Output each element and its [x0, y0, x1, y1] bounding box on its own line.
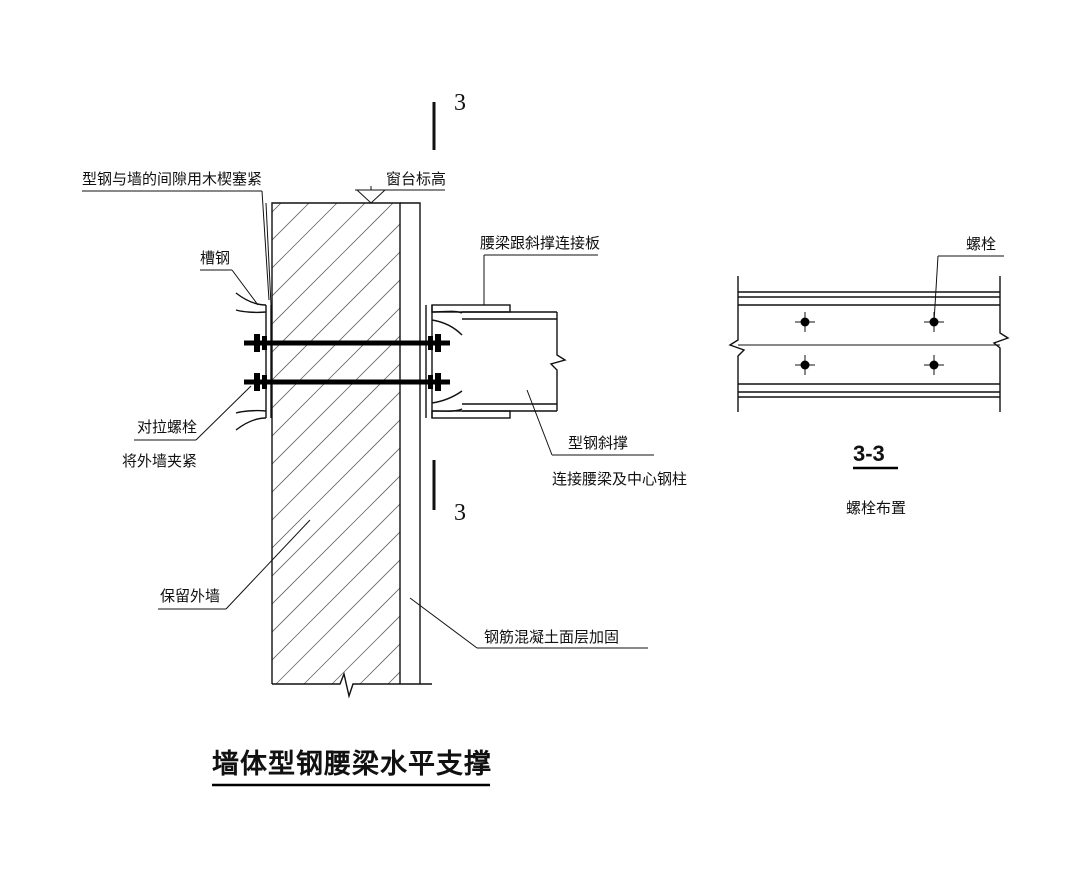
label-gap-wedge: 型钢与墙的间隙用木楔塞紧 — [82, 170, 262, 188]
hatch-line — [272, 307, 400, 437]
tie-bolt-lower — [244, 373, 450, 391]
hatch-line — [724, 184, 1080, 684]
drawing-title: 墙体型钢腰梁水平支撑 — [212, 749, 492, 780]
hatch-line — [836, 184, 1080, 684]
brace-break-line — [549, 312, 567, 411]
hatch-line — [668, 184, 1080, 684]
hatch-line — [272, 475, 400, 605]
bolt-4 — [924, 355, 944, 375]
hatch-line — [272, 363, 400, 493]
hatch-line — [696, 184, 1080, 684]
hatch-line — [556, 184, 1056, 684]
steel-brace-beam — [462, 311, 567, 412]
hatch-line — [780, 184, 1080, 684]
hatch-line — [640, 184, 1080, 684]
label-rc-layer: 钢筋混凝土面层加固 — [484, 628, 619, 646]
hatch-line — [272, 419, 400, 549]
connection-plate-bottom — [431, 410, 511, 419]
hatch-line — [272, 203, 394, 325]
bolt-2 — [924, 312, 944, 332]
hatch-line — [275, 559, 400, 684]
hatch-line — [416, 184, 916, 684]
left-channel-steel — [235, 202, 272, 431]
bolt-3 — [795, 355, 815, 375]
section-right-break — [992, 276, 1010, 412]
section-mark-bottom: 3 — [454, 500, 466, 526]
hatch-line — [752, 184, 1080, 684]
hatch-line — [272, 391, 400, 521]
label-channel-steel: 槽钢 — [200, 249, 230, 267]
hatch-line — [272, 335, 400, 465]
label-bolt: 螺栓 — [966, 235, 996, 253]
sill-level-marker — [355, 186, 445, 204]
label-tie-bolt-line1: 对拉螺栓 — [137, 418, 197, 436]
label-bolt-layout: 螺栓布置 — [846, 499, 906, 517]
label-beam-brace-plate: 腰梁跟斜撑连接板 — [480, 234, 600, 252]
hatch-line — [612, 184, 1080, 684]
right-channel-steel — [425, 304, 511, 419]
section-left-break — [728, 276, 746, 412]
label-sill-level: 窗台标高 — [386, 170, 446, 188]
retained-wall — [0, 184, 1080, 684]
hatch-line — [864, 184, 1080, 684]
hatch-line — [272, 279, 400, 409]
hatch-line — [472, 184, 972, 684]
section-mark-top: 3 — [454, 90, 466, 116]
label-tie-bolt-line2: 将外墙夹紧 — [122, 452, 197, 470]
hatch-line — [444, 184, 944, 684]
label-steel-brace-line1: 型钢斜撑 — [568, 434, 628, 452]
section-bolts — [795, 312, 944, 375]
label-retained-wall: 保留外墙 — [160, 587, 220, 605]
bolt-1 — [795, 312, 815, 332]
hatch-line — [272, 223, 400, 353]
hatch-line — [387, 671, 400, 684]
hatch-line — [272, 251, 400, 381]
tie-bolt-upper — [244, 334, 450, 352]
hatch-line — [808, 184, 1080, 684]
hatch-line — [272, 203, 366, 297]
section-3-3-view — [728, 276, 1010, 412]
rc-layer-outline — [400, 202, 421, 684]
wall-hatching — [0, 184, 1080, 684]
section-view-title: 3-3 — [853, 441, 885, 466]
label-steel-brace-line2: 连接腰梁及中心钢柱 — [552, 470, 687, 488]
hatch-line — [0, 184, 272, 684]
hatch-line — [272, 503, 400, 633]
hatch-line — [272, 531, 400, 661]
hatch-line — [303, 587, 400, 684]
hatch-line — [584, 184, 1080, 684]
rc-facing-layer — [400, 202, 421, 684]
wall-outline — [271, 202, 401, 684]
wall-break-line — [272, 671, 432, 699]
